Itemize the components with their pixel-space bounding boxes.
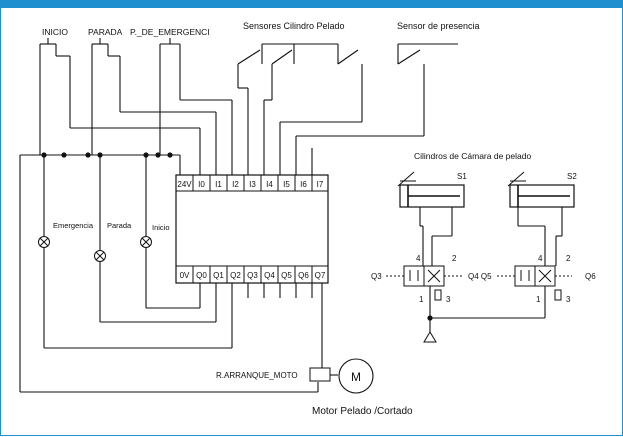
port-3-left: 3 (446, 295, 451, 304)
terminal-i5: I5 (283, 180, 290, 189)
label-parada: PARADA (88, 27, 123, 37)
output-wires (19, 155, 323, 393)
lamp-label-inicio: Inicio (152, 223, 170, 232)
terminal-i7: I7 (317, 180, 324, 189)
lamp-inicio: Inicio (140, 155, 170, 308)
motor: M (338, 358, 374, 394)
lamp-parada: Parada (94, 155, 132, 322)
plc-module: 24V I0 I1 I2 I3 I4 I5 I6 I7 0V Q0 Q1 Q2 … (175, 174, 329, 284)
motor-caption: Motor Pelado /Cortado (312, 406, 413, 417)
terminal-q7: Q7 (315, 271, 326, 280)
port-1-left: 1 (419, 295, 424, 304)
label-q4-q5: Q4 Q5 (468, 272, 492, 281)
label-s2: S2 (567, 172, 577, 181)
port-2-left: 2 (452, 254, 457, 263)
terminal-24v: 24V (177, 180, 192, 189)
cylinder-s2: S2 (507, 171, 577, 266)
valve-1: Q3 Q4 Q5 4 2 1 3 (371, 254, 492, 318)
label-presencia: Sensor de presencia (397, 21, 480, 31)
terminal-i3: I3 (249, 180, 256, 189)
air-supply (423, 315, 545, 343)
terminal-q4: Q4 (264, 271, 275, 280)
terminal-q0: Q0 (196, 271, 207, 280)
plc-top-labels: 24V I0 I1 I2 I3 I4 I5 I6 I7 (177, 180, 324, 189)
header-bar (0, 0, 623, 8)
terminal-i4: I4 (266, 180, 273, 189)
terminal-i0: I0 (198, 180, 205, 189)
terminal-q2: Q2 (230, 271, 241, 280)
label-sensores: Sensores Cilindro Pelado (243, 21, 345, 31)
terminal-q5: Q5 (281, 271, 292, 280)
terminal-q3: Q3 (247, 271, 258, 280)
cylinders-title: Cilindros de Cámara de pelado (414, 151, 531, 161)
valve-2: Q6 4 2 1 3 (497, 254, 596, 318)
terminal-q1: Q1 (213, 271, 224, 280)
sensor-switches (237, 43, 458, 175)
terminal-0v: 0V (180, 271, 190, 280)
lamp-label-parada: Parada (107, 221, 132, 230)
port-3-right: 3 (566, 295, 571, 304)
plc-dividers (192, 175, 313, 283)
terminal-i2: I2 (232, 180, 239, 189)
label-q6: Q6 (585, 272, 596, 281)
cylinder-s1: S1 (397, 171, 467, 266)
input-wires (39, 50, 233, 175)
port-4-right: 4 (538, 254, 543, 263)
relay-coil: R.ARRANQUE_MOTO (216, 367, 338, 382)
port-4-left: 4 (416, 254, 421, 263)
pushbutton-emergencia (159, 38, 181, 50)
relay-label: R.ARRANQUE_MOTO (216, 371, 298, 380)
label-emergencia: P._DE_EMERGENCI (130, 27, 210, 37)
pushbutton-parada (91, 38, 109, 50)
terminal-q6: Q6 (298, 271, 309, 280)
label-inicio: INICIO (42, 27, 68, 37)
motor-symbol: M (351, 370, 361, 384)
plc-bottom-labels: 0V Q0 Q1 Q2 Q3 Q4 Q5 Q6 Q7 (180, 271, 326, 280)
lamp-label-emergencia: Emergencia (53, 221, 94, 230)
common-bus (20, 148, 313, 175)
label-s1: S1 (457, 172, 467, 181)
terminal-i6: I6 (300, 180, 307, 189)
terminal-i1: I1 (215, 180, 222, 189)
lamp-emergencia: Emergencia (38, 155, 94, 348)
port-1-right: 1 (536, 295, 541, 304)
label-q3: Q3 (371, 272, 382, 281)
pushbutton-inicio (39, 38, 57, 50)
port-2-right: 2 (566, 254, 571, 263)
